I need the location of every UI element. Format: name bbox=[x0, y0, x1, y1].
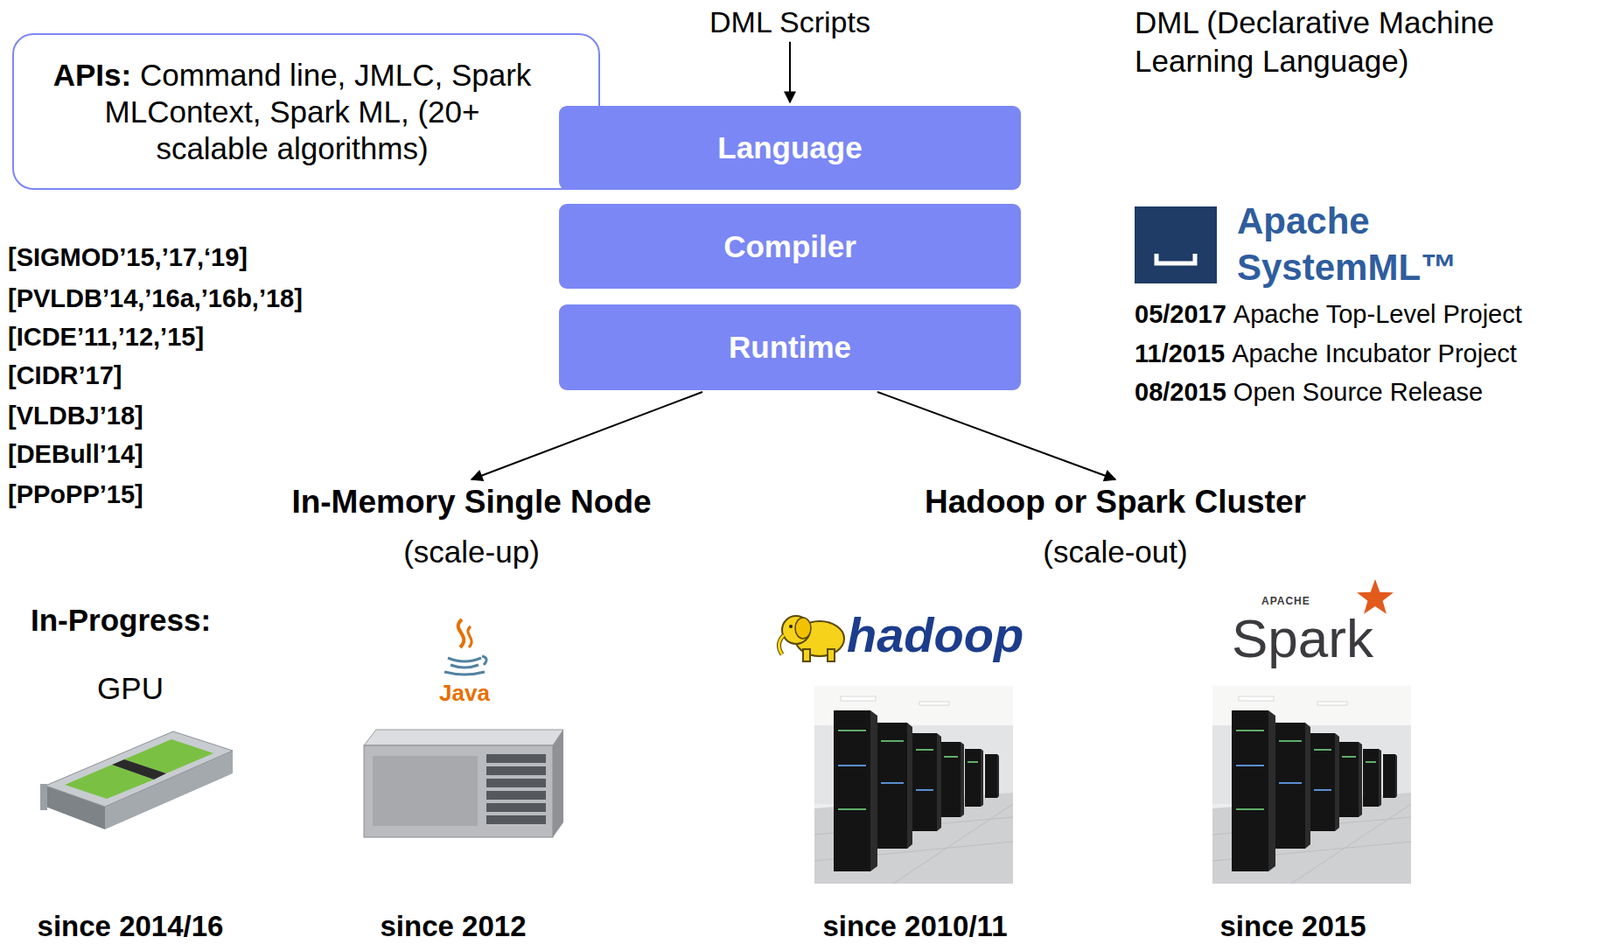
node-title: Runtime bbox=[728, 328, 852, 366]
node-text: (scale-out) bbox=[896, 533, 1335, 571]
citation: [ICDE’11,’12,’15] bbox=[7, 321, 204, 353]
milestone-text: Apache Incubator Project bbox=[1231, 338, 1517, 370]
platform-heading: Hadoop or Spark Cluster (scale-out) bbox=[896, 482, 1335, 571]
citation: [DEBull’14] bbox=[7, 439, 144, 470]
milestone-date: 05/2017 bbox=[1134, 299, 1227, 330]
node-text: Command line, JMLC, Spark MLContext, Spa… bbox=[104, 57, 532, 166]
since-date: since 2012 bbox=[380, 908, 527, 944]
layer-box: Runtime bbox=[558, 304, 1021, 391]
node-title: Hadoop or Spark Cluster bbox=[896, 482, 1335, 522]
since-date: since 2014/16 bbox=[37, 908, 224, 944]
node-title: Language bbox=[717, 129, 862, 167]
layer-box: Language bbox=[558, 105, 1021, 190]
logo-text: Spark bbox=[1231, 606, 1374, 671]
platform-name: GPU bbox=[97, 670, 164, 707]
citation: [PVLDB’14,’16a,’16b,’18] bbox=[7, 283, 303, 315]
server bbox=[363, 729, 564, 838]
node-title: APIs: bbox=[53, 57, 132, 92]
section-label: In-Progress: bbox=[30, 601, 211, 639]
gpu-card bbox=[40, 731, 233, 830]
logo-text: Java bbox=[439, 679, 490, 707]
since-date: since 2010/11 bbox=[822, 908, 1007, 944]
api-text: APIs:Command line, JMLC, Spark MLContext… bbox=[48, 56, 536, 168]
node-title: DML Scripts bbox=[658, 4, 922, 41]
node-title: In-Memory Single Node bbox=[252, 482, 691, 522]
logo-text: Apache SystemML™ bbox=[1236, 198, 1552, 292]
logo-text: APACHE bbox=[1261, 594, 1311, 608]
flow-arrow bbox=[877, 391, 1116, 480]
flow-arrow bbox=[471, 391, 703, 480]
api-box: APIs:Command line, JMLC, Spark MLContext… bbox=[12, 33, 601, 190]
layer-box: Compiler bbox=[558, 203, 1021, 289]
milestone-date: 08/2015 bbox=[1134, 377, 1227, 408]
logo-text: hadoop bbox=[846, 605, 1024, 664]
hadoop-elephant bbox=[778, 615, 845, 662]
java-logo bbox=[444, 619, 487, 675]
node-title: Compiler bbox=[723, 228, 857, 266]
milestone-text: Open Source Release bbox=[1233, 377, 1483, 408]
flow-arrow bbox=[789, 41, 791, 103]
milestone-date: 11/2015 bbox=[1134, 338, 1225, 370]
citation: [PPoPP’15] bbox=[7, 479, 144, 511]
citation: [VLDBJ’18] bbox=[7, 400, 144, 432]
since-date: since 2015 bbox=[1220, 908, 1367, 944]
citation: [SIGMOD’15,’17,‘19] bbox=[7, 242, 248, 273]
definition-note: DML (Declarative Machine Learning Langua… bbox=[1134, 3, 1590, 81]
input-label: DML Scripts bbox=[658, 4, 922, 41]
citation: [CIDR’17] bbox=[7, 360, 123, 392]
milestone-text: Apache Top-Level Project bbox=[1233, 299, 1523, 330]
node-text: (scale-up) bbox=[252, 533, 691, 571]
systemml-logo bbox=[1134, 206, 1217, 284]
datacenter-photo bbox=[814, 685, 1412, 884]
platform-heading: In-Memory Single Node (scale-up) bbox=[252, 482, 691, 571]
